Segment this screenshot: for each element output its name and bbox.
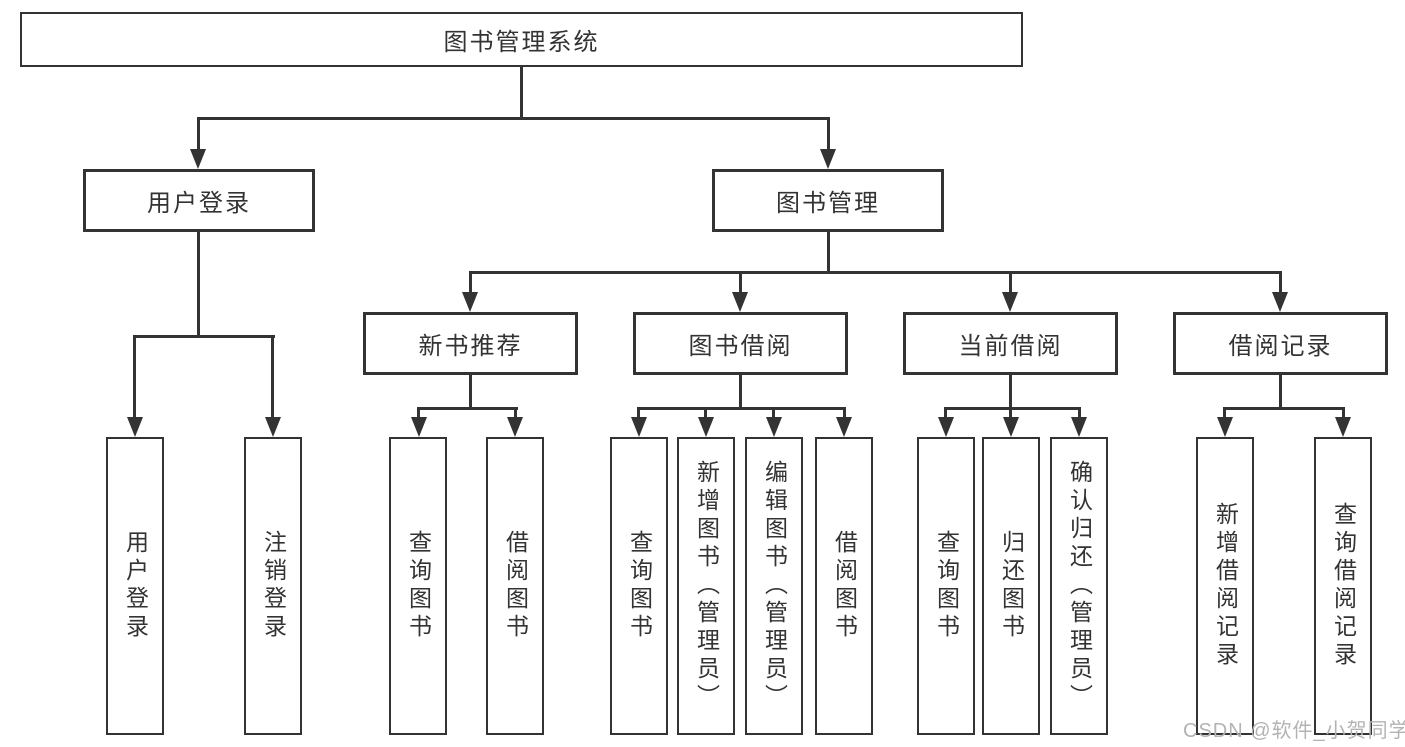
leaf-cb-confirm-return-label: 确认归还（管理员） [1066, 460, 1093, 712]
connector-leaf-stem [944, 407, 947, 419]
node-book-mgmt-label: 图书管理 [776, 190, 880, 217]
arrow-down-icon [1002, 292, 1018, 312]
node-book-borrow: 图书借阅 [633, 312, 848, 375]
connector-leaf-stem [1223, 407, 1226, 419]
leaf-br-add-record: 新增借阅记录 [1196, 437, 1254, 735]
connector-module-hline [417, 407, 518, 410]
connector-userlogin-down [197, 232, 200, 337]
connector-module-down [1279, 375, 1282, 410]
connector-leaf-stem [271, 335, 274, 420]
arrow-down-icon [462, 292, 478, 312]
node-root-label: 图书管理系统 [443, 29, 600, 56]
leaf-br-query-record: 查询借阅记录 [1314, 437, 1372, 735]
leaf-user-login: 用户登录 [106, 437, 164, 735]
leaf-bb-query-book: 查询图书 [610, 437, 668, 735]
connector-leaf-stem [514, 407, 517, 419]
leaf-cb-query-book-label: 查询图书 [933, 530, 960, 642]
csdn-watermark: CSDN @软件_小贺同学 [1183, 720, 1405, 742]
connector-root-stem [520, 67, 523, 119]
connector-root-hline [197, 117, 830, 120]
leaf-rec-query-book-label: 查询图书 [405, 530, 432, 642]
leaf-bb-edit-book: 编辑图书（管理员） [745, 437, 803, 735]
arrow-down-icon [766, 417, 782, 437]
leaf-rec-borrow-book: 借阅图书 [486, 437, 544, 735]
connector-module-hline [1223, 407, 1345, 410]
leaf-br-add-record-label: 新增借阅记录 [1212, 502, 1239, 670]
node-current-borrow: 当前借阅 [903, 312, 1118, 375]
leaf-bb-borrow-book-label: 借阅图书 [831, 530, 858, 642]
node-current-borrow-label: 当前借阅 [958, 333, 1063, 360]
leaf-bb-query-book-label: 查询图书 [626, 530, 653, 642]
leaf-bb-borrow-book: 借阅图书 [815, 437, 873, 735]
connector-module-stem [1009, 271, 1012, 296]
arrow-down-icon [836, 417, 852, 437]
leaf-bb-add-book-label: 新增图书（管理员） [693, 460, 720, 712]
connector-module-stem [1279, 271, 1282, 296]
arrow-down-icon [1071, 417, 1087, 437]
leaf-cb-return-book-label: 归还图书 [998, 530, 1025, 642]
connector-userlogin-hline [133, 335, 275, 338]
connector-leaf-stem [1009, 407, 1012, 419]
node-borrow-record-label: 借阅记录 [1228, 333, 1333, 360]
arrow-down-icon [127, 417, 143, 437]
connector-module-stem [739, 271, 742, 296]
node-root: 图书管理系统 [20, 12, 1023, 67]
connector-module-hline [944, 407, 1081, 410]
leaf-cb-confirm-return: 确认归还（管理员） [1050, 437, 1108, 735]
connector-leaf-stem [417, 407, 420, 419]
connector-bookmgmt-stem [827, 117, 830, 152]
connector-leaf-stem [772, 407, 775, 419]
arrow-down-icon [820, 149, 836, 169]
arrow-down-icon [411, 417, 427, 437]
connector-leaf-stem [1078, 407, 1081, 419]
node-user-login-label: 用户登录 [147, 190, 251, 217]
arrow-down-icon [190, 149, 206, 169]
leaf-bb-edit-book-label: 编辑图书（管理员） [761, 460, 788, 712]
connector-leaf-stem [637, 407, 640, 419]
connector-leaf-stem [843, 407, 846, 419]
node-new-book-rec: 新书推荐 [363, 312, 578, 375]
leaf-logout: 注销登录 [244, 437, 302, 735]
node-book-mgmt: 图书管理 [712, 169, 944, 232]
arrow-down-icon [1335, 417, 1351, 437]
leaf-rec-query-book: 查询图书 [389, 437, 447, 735]
connector-bookmgmt-down [827, 232, 830, 273]
leaf-cb-query-book: 查询图书 [917, 437, 975, 735]
leaf-logout-label: 注销登录 [260, 530, 287, 642]
connector-leaf-stem [704, 407, 707, 419]
arrow-down-icon [1272, 292, 1288, 312]
arrow-down-icon [631, 417, 647, 437]
arrow-down-icon [1003, 417, 1019, 437]
node-book-borrow-label: 图书借阅 [688, 333, 793, 360]
arrow-down-icon [1217, 417, 1233, 437]
connector-module-down [469, 375, 472, 410]
connector-leaf-stem [1342, 407, 1345, 419]
connector-bookmgmt-hline [469, 271, 1282, 274]
connector-module-down [739, 375, 742, 410]
connector-leaf-stem [133, 335, 136, 420]
connector-userlogin-stem [197, 117, 200, 152]
arrow-down-icon [265, 417, 281, 437]
node-borrow-record: 借阅记录 [1173, 312, 1388, 375]
connector-module-stem [469, 271, 472, 296]
leaf-user-login-label: 用户登录 [122, 530, 149, 642]
arrow-down-icon [938, 417, 954, 437]
arrow-down-icon [732, 292, 748, 312]
connector-module-down [1009, 375, 1012, 410]
connector-module-hline [637, 407, 846, 410]
arrow-down-icon [507, 417, 523, 437]
leaf-cb-return-book: 归还图书 [982, 437, 1040, 735]
node-new-book-rec-label: 新书推荐 [418, 333, 523, 360]
leaf-br-query-record-label: 查询借阅记录 [1330, 502, 1357, 670]
arrow-down-icon [698, 417, 714, 437]
leaf-bb-add-book: 新增图书（管理员） [677, 437, 735, 735]
node-user-login: 用户登录 [83, 169, 315, 232]
leaf-rec-borrow-book-label: 借阅图书 [502, 530, 529, 642]
